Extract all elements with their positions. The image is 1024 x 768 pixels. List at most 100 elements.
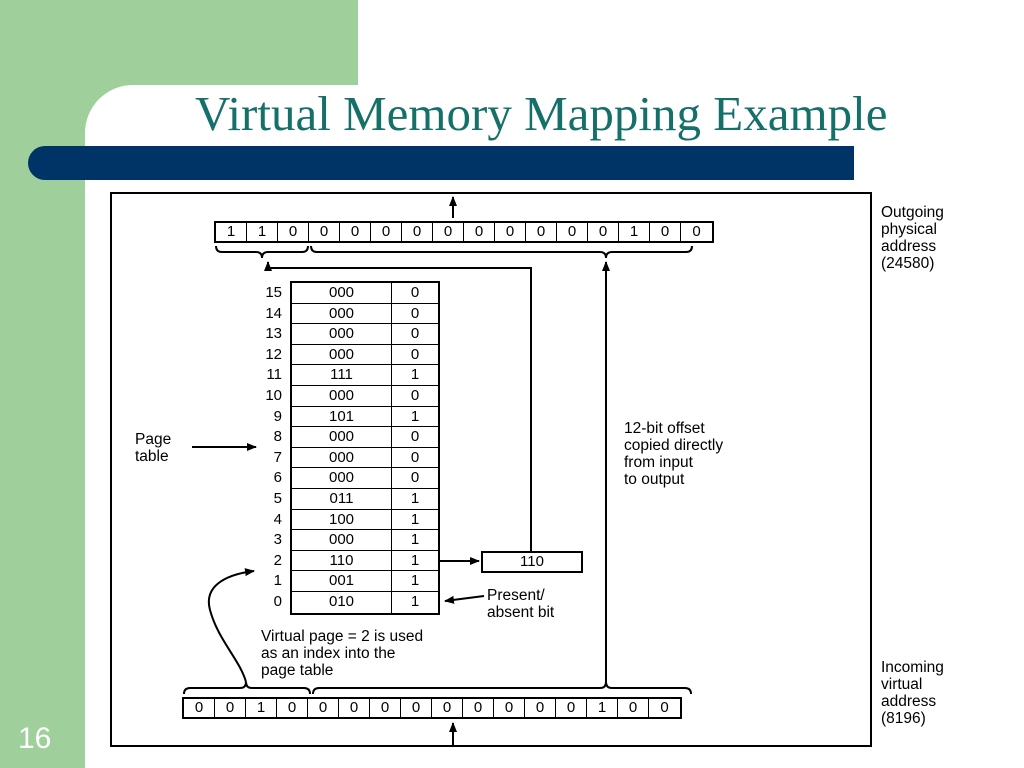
incoming-bit: 0	[308, 699, 339, 717]
page-frame-cell: 111	[292, 365, 392, 385]
page-frame-cell: 010	[292, 591, 392, 613]
incoming-label: Incoming virtual address (8196)	[881, 659, 944, 727]
page-index-label: 4	[273, 510, 282, 528]
present-bit-cell: 0	[410, 304, 420, 322]
outgoing-bit: 0	[371, 223, 402, 241]
output-frame-box: 110	[481, 551, 583, 573]
outgoing-frame-brace	[215, 245, 309, 259]
incoming-bit: 0	[618, 699, 649, 717]
page-index-label: 8	[273, 428, 282, 446]
outgoing-bit: 0	[340, 223, 371, 241]
incoming-bit: 0	[494, 699, 525, 717]
present-bit-cell: 0	[410, 448, 420, 466]
present-bit-cell: 0	[410, 284, 420, 301]
page-frame-cell: 000	[292, 530, 392, 550]
present-bit-cell: 1	[410, 510, 420, 528]
page-table-row: 101 1	[292, 406, 438, 428]
outgoing-bit: 0	[464, 223, 495, 241]
present-bit-cell: 0	[410, 386, 420, 404]
incoming-bit: 0	[215, 699, 246, 717]
page-frame-cell: 000	[292, 324, 392, 344]
incoming-bit: 0	[339, 699, 370, 717]
page-index-label: 0	[273, 593, 282, 610]
incoming-bit: 0	[463, 699, 494, 717]
page-index-label: 3	[273, 531, 282, 549]
page-table-row: 010 1	[292, 591, 438, 613]
incoming-bit: 1	[246, 699, 277, 717]
present-bit-cell: 1	[410, 531, 420, 549]
outgoing-bit: 0	[309, 223, 340, 241]
page-frame-cell: 000	[292, 283, 392, 303]
page-index-label: 11	[266, 366, 282, 384]
page-index-label: 6	[273, 469, 282, 487]
outgoing-bit: 1	[619, 223, 650, 241]
outgoing-offset-brace	[310, 245, 693, 259]
present-bit-cell: 1	[410, 551, 420, 569]
page-frame-cell: 000	[292, 385, 392, 406]
incoming-bit: 0	[525, 699, 556, 717]
slide-number: 16	[18, 722, 52, 755]
outgoing-bit: 0	[692, 223, 701, 240]
present-bit-cell: 0	[410, 469, 420, 487]
title-underline-bar	[28, 146, 854, 180]
incoming-bit: 0	[660, 699, 669, 716]
page-frame-cell: 000	[292, 468, 392, 488]
page-index-label: 5	[273, 490, 282, 507]
outgoing-bit: 0	[526, 223, 557, 241]
page-frame-cell: 000	[292, 427, 392, 447]
page-frame-cell: 011	[292, 488, 392, 509]
outgoing-bit: 1	[216, 223, 247, 241]
index-arrow	[207, 568, 255, 683]
virtual-page-label: Virtual page = 2 is used as an index int…	[261, 628, 424, 679]
page-frame-cell: 000	[292, 447, 392, 468]
page-index-label: 1	[273, 572, 282, 590]
outgoing-bit: 1	[247, 223, 278, 241]
present-bit-arrow	[444, 595, 485, 604]
page-index-label: 9	[273, 407, 282, 425]
present-bit-label: Present/ absent bit	[487, 587, 555, 621]
page-frame-cell: 110	[292, 550, 392, 571]
page-frame-cell: 101	[292, 406, 392, 427]
page-index-label: 10	[265, 387, 282, 404]
incoming-bit: 0	[370, 699, 401, 717]
page-frame-cell: 100	[292, 509, 392, 530]
page-table-label: Page table	[135, 431, 172, 465]
present-bit-cell: 1	[410, 592, 420, 610]
present-bit-cell: 1	[410, 407, 420, 425]
incoming-bit: 0	[432, 699, 463, 717]
incoming-page-brace	[183, 681, 311, 695]
present-bit-cell: 0	[410, 428, 420, 446]
page-index-label: 13	[265, 325, 282, 343]
present-bit-cell: 1	[410, 489, 420, 507]
page-index-label: 7	[273, 448, 282, 466]
page-index-label: 14	[265, 304, 282, 322]
present-bit-cell: 1	[410, 572, 420, 590]
page-index-label: 2	[273, 551, 282, 569]
outgoing-bit: 0	[278, 223, 309, 241]
outgoing-bit: 0	[433, 223, 464, 241]
page-table-row: 110 1	[292, 550, 438, 572]
outgoing-bit: 0	[495, 223, 526, 241]
present-bit-cell: 1	[410, 366, 420, 384]
page-table-row: 000 1	[292, 530, 438, 551]
page-frame-cell: 000	[292, 344, 392, 365]
outgoing-bit: 0	[402, 223, 433, 241]
offset-label: 12-bit offset copied directly from input…	[624, 420, 724, 488]
page-table-row: 011 1	[292, 488, 438, 510]
present-bit-cell: 0	[410, 325, 420, 343]
page-index-label: 12	[265, 345, 282, 363]
page-frame-cell: 000	[292, 303, 392, 324]
